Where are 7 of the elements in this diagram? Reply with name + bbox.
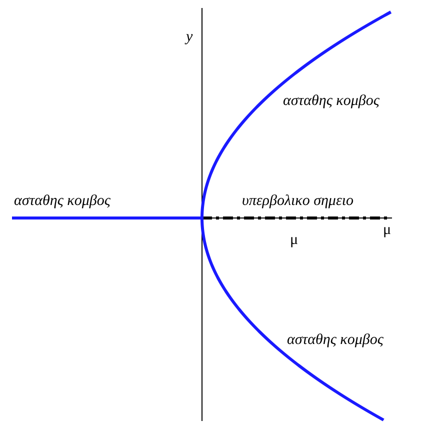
axis-label: y bbox=[186, 28, 193, 46]
branch-label: ασταθης κομβος bbox=[283, 92, 380, 110]
branch-label: ασταθης κομβος bbox=[287, 331, 384, 349]
axis-label: μ bbox=[383, 221, 392, 239]
axis-label: μ bbox=[290, 231, 298, 249]
branch-label: υπερβολικο σημειο bbox=[242, 192, 354, 210]
branch-label: ασταθης κομβος bbox=[14, 192, 110, 210]
